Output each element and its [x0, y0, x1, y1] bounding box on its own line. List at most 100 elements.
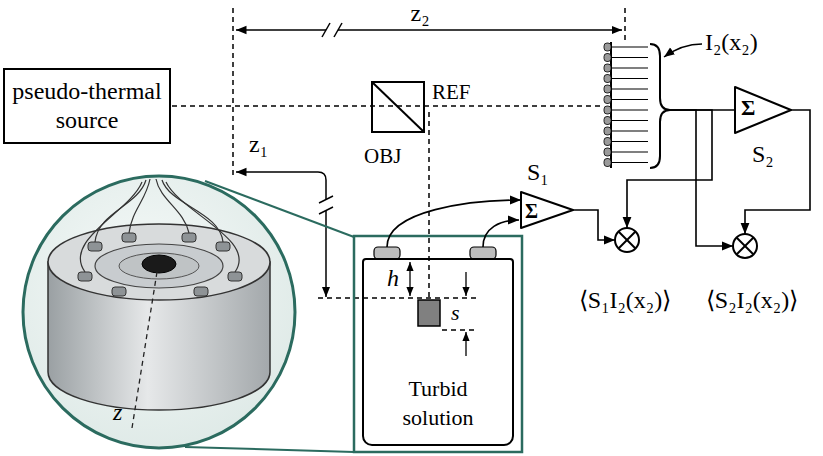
sum-symbol: Σ [741, 97, 755, 119]
dimension-label-holder: s [451, 302, 460, 324]
distance-label: z₁ [249, 132, 268, 156]
inset [23, 176, 354, 452]
summing-amplifier: ΣS₂ [733, 85, 793, 135]
s-arrow [465, 332, 466, 356]
break-mark [322, 23, 330, 37]
pixel-lead [611, 141, 648, 142]
s-arrow [465, 272, 466, 296]
hidden-object [418, 300, 440, 326]
amplifier-outline [521, 192, 573, 228]
multiplier-circle [615, 228, 639, 252]
ring-detectors [78, 233, 242, 296]
sample-holder-frame [354, 236, 522, 452]
reference-line [442, 329, 476, 331]
ring-detector [112, 287, 126, 296]
signal-wire [627, 110, 712, 228]
arm-label-holder: REF [432, 82, 471, 103]
dimension-arrows [410, 262, 466, 356]
ring-detector [216, 242, 230, 251]
cable [156, 179, 189, 233]
axis-label: z [113, 400, 122, 424]
source-box: pseudo-thermal source [3, 68, 171, 144]
reference-line [318, 297, 476, 299]
beam-splitter [372, 82, 424, 132]
pixel-lead [611, 130, 648, 131]
detector-array: I₂(x₂) [604, 42, 674, 168]
leader-line [185, 447, 354, 452]
multiplier-symbol [614, 227, 640, 253]
pixel-array [604, 42, 674, 168]
pixel-lead [611, 99, 648, 100]
pixel [604, 54, 611, 62]
dimension-line [325, 211, 327, 297]
dimension-label: h [387, 266, 399, 290]
ring-detector [228, 272, 242, 281]
pixel-lead [611, 57, 648, 58]
source-name: pseudo-thermal source [11, 77, 163, 135]
sample-container: Turbid solution [362, 258, 514, 446]
dimension-line [236, 29, 326, 31]
arm-label-holder: OBJ [364, 146, 401, 167]
pixel [604, 106, 611, 114]
reference-beam [172, 105, 603, 107]
sum-symbol: Σ [525, 201, 538, 221]
ring-detector [182, 233, 196, 242]
intensity-label: I₂(x₂) [705, 28, 758, 57]
summing-amplifier: ΣS₁ [519, 190, 575, 230]
amplifier-outline [735, 87, 791, 133]
pixel-lead [611, 151, 648, 152]
ring-detector [78, 272, 92, 281]
detector-wire [483, 220, 519, 247]
break-mark [319, 207, 333, 214]
beam-splitter-diagonal [372, 82, 424, 132]
distance-label-holder: z₂ [410, 1, 429, 25]
dimension-line [236, 172, 326, 199]
multiplier: ⟨S₂I₂(x₂)⟩ [690, 232, 814, 316]
sum-symbol-holder: Σ [741, 97, 755, 119]
axis-label-holder: z [113, 400, 122, 424]
pixel [604, 127, 611, 135]
solution-name-holder: Turbid solution [377, 375, 499, 432]
dimension-label-holder: h [387, 266, 399, 290]
signal-name: S₁ [527, 158, 549, 187]
arm-label: OBJ [364, 146, 401, 167]
distance-label: z₂ [410, 1, 429, 25]
aperture [142, 255, 176, 273]
correlation-label-holder: ⟨S₂I₂(x₂)⟩ [706, 286, 798, 315]
callout-arrow [664, 44, 702, 57]
cable [80, 182, 142, 272]
break-mark [334, 23, 342, 37]
pixel [604, 117, 611, 125]
correlation-label: ⟨S₂I₂(x₂)⟩ [706, 286, 798, 315]
pixel-lead [611, 120, 648, 121]
multiplier-cross [619, 232, 636, 249]
pixel [604, 138, 611, 146]
pixel [604, 43, 611, 51]
ring-detector [88, 242, 102, 251]
solution-name: Turbid solution [377, 375, 499, 432]
multiplier: ⟨S₁I₂(x₂)⟩ [560, 226, 690, 316]
detector-cables [80, 179, 239, 272]
bracket [650, 44, 670, 168]
break-mark [319, 196, 333, 203]
pixel-lead [611, 109, 648, 110]
multiplier-symbol [732, 233, 758, 259]
signal-wire [745, 110, 810, 234]
pixel [604, 148, 611, 156]
object-beam [428, 112, 430, 298]
pixel [604, 96, 611, 104]
signal-name: S₂ [752, 140, 774, 169]
h-arrow [409, 262, 410, 296]
multiplier-cross [737, 238, 754, 255]
pixel [604, 75, 611, 83]
detector-ring [95, 244, 223, 288]
pixel [604, 159, 611, 167]
pixel [604, 64, 611, 72]
correlation-label: ⟨S₁I₂(x₂)⟩ [579, 286, 671, 315]
multiplier-cross [619, 232, 636, 249]
pixel-lead [611, 78, 648, 79]
correlation-label-holder: ⟨S₁I₂(x₂)⟩ [579, 286, 671, 315]
dimension-label: s [451, 302, 460, 324]
distance-label-holder: z₁ [249, 132, 268, 156]
